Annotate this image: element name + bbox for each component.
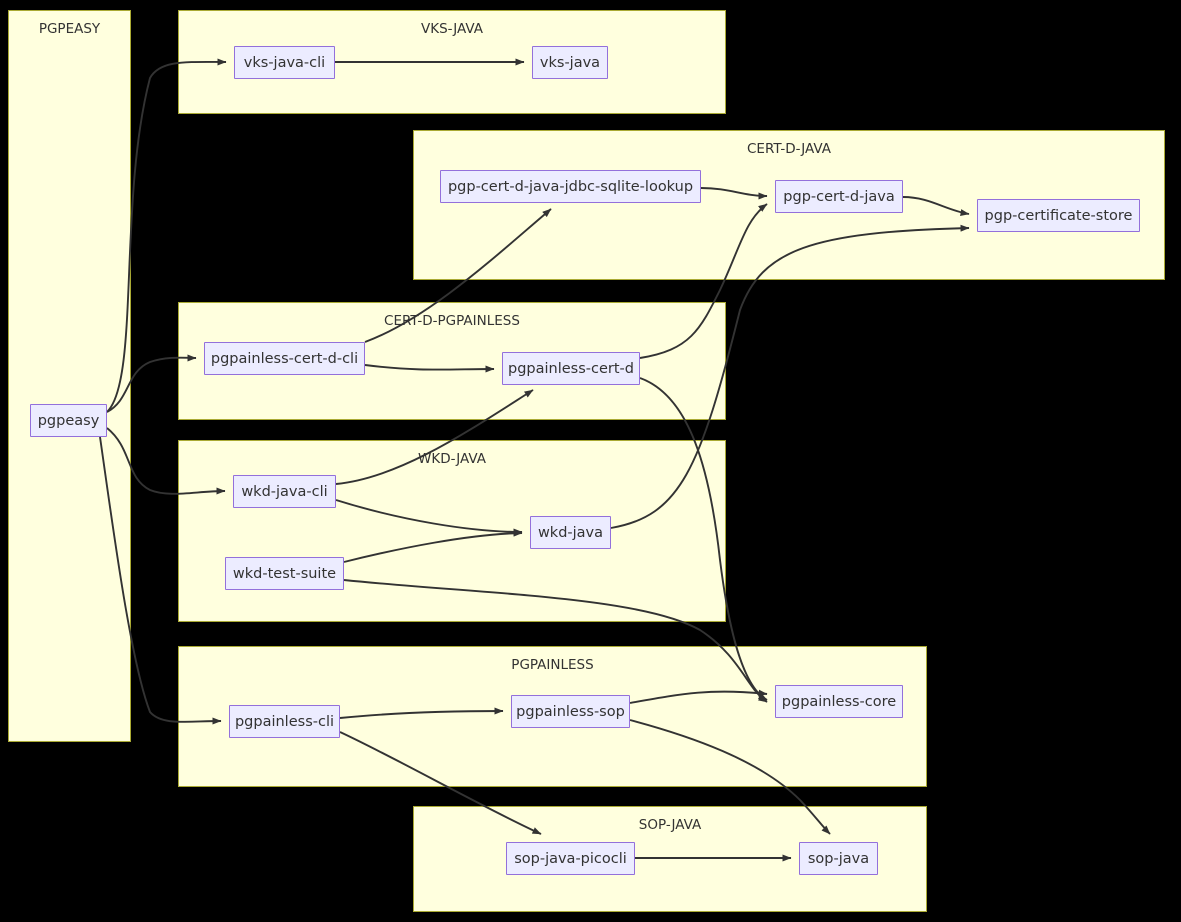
node-pgpainless-cert-d-cli[interactable]: pgpainless-cert-d-cli: [204, 342, 365, 375]
node-wkd-test-suite[interactable]: wkd-test-suite: [225, 557, 344, 590]
cluster-title: CERT-D-JAVA: [747, 141, 831, 157]
node-vks-java-cli[interactable]: vks-java-cli: [234, 46, 335, 79]
node-pgpainless-core[interactable]: pgpainless-core: [775, 685, 903, 718]
cluster-wkd-java: WKD-JAVA: [178, 440, 726, 622]
node-pgp-cert-d-java-jdbc-sqlite-lookup[interactable]: pgp-cert-d-java-jdbc-sqlite-lookup: [440, 170, 701, 203]
node-pgpeasy[interactable]: pgpeasy: [30, 404, 107, 437]
node-sop-java[interactable]: sop-java: [799, 842, 878, 875]
node-pgp-certificate-store[interactable]: pgp-certificate-store: [977, 199, 1140, 232]
cluster-title: CERT-D-PGPAINLESS: [384, 313, 520, 329]
cluster-title: PGPAINLESS: [511, 657, 594, 673]
cluster-pgpeasy: PGPEASY: [8, 10, 131, 742]
node-wkd-java[interactable]: wkd-java: [530, 516, 611, 549]
node-vks-java[interactable]: vks-java: [532, 46, 608, 79]
cluster-title: SOP-JAVA: [638, 817, 702, 833]
node-pgp-cert-d-java[interactable]: pgp-cert-d-java: [775, 180, 903, 213]
cluster-title: WKD-JAVA: [418, 451, 486, 467]
node-pgpainless-cert-d[interactable]: pgpainless-cert-d: [502, 352, 640, 385]
node-wkd-java-cli[interactable]: wkd-java-cli: [233, 475, 336, 508]
cluster-title: PGPEASY: [38, 21, 101, 37]
node-pgpainless-cli[interactable]: pgpainless-cli: [229, 705, 340, 738]
node-sop-java-picocli[interactable]: sop-java-picocli: [506, 842, 635, 875]
node-pgpainless-sop[interactable]: pgpainless-sop: [511, 695, 630, 728]
cluster-title: VKS-JAVA: [420, 21, 483, 37]
